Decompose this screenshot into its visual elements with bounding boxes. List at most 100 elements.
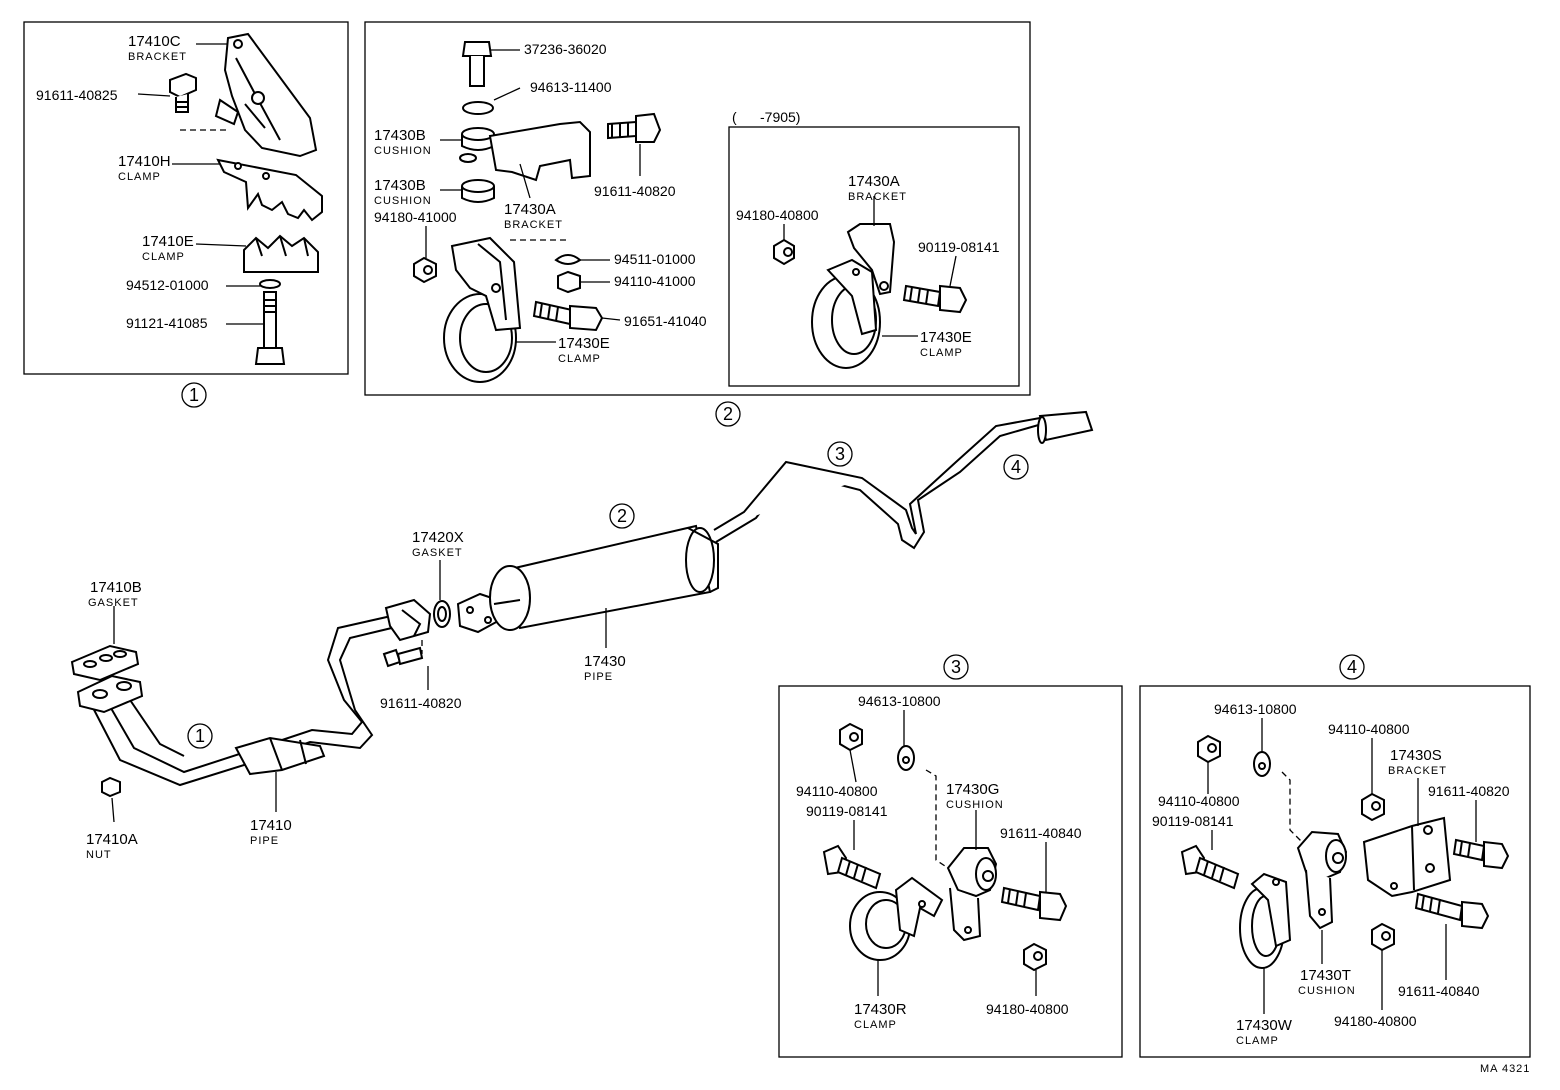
label-17420x-sub: GASKET — [412, 547, 463, 559]
label-17430a-inset: 17430A — [848, 173, 900, 190]
label-94110-40800-d3: 94110-40800 — [796, 783, 878, 799]
detail-frame-2-inset — [728, 126, 1020, 387]
clamp-17430r-drawing — [849, 876, 944, 961]
label-91611-40825: 91611-40825 — [36, 87, 118, 103]
callout-detail-1: 1 — [181, 382, 207, 408]
label-17430-sub: PIPE — [584, 671, 613, 683]
callout-main-3: 3 — [827, 441, 853, 467]
label-17430e-sub: CLAMP — [558, 353, 601, 365]
label-17430b-lower-sub: CUSHION — [374, 195, 432, 207]
muffler-17430-drawing — [489, 524, 719, 631]
label-17430e-inset: 17430E — [920, 329, 972, 346]
label-91611-40820-d4: 91611-40820 — [1428, 783, 1510, 799]
label-94511-01000: 94511-01000 — [614, 251, 696, 267]
detail-frame-4 — [1139, 685, 1531, 1058]
label-17430e-inset-sub: CLAMP — [920, 347, 963, 359]
callout-detail-2: 2 — [715, 401, 741, 427]
label-91121-41085: 91121-41085 — [126, 315, 208, 331]
nut-94110-41000-drawing — [557, 270, 581, 294]
label-17430b-lower: 17430B — [374, 177, 426, 194]
label-90119-08141-d3: 90119-08141 — [806, 803, 888, 819]
label-17430b-upper: 17430B — [374, 127, 426, 144]
washer-94613-10800-d3-drawing — [897, 745, 915, 771]
assembly-line — [925, 769, 955, 873]
label-17430t-sub: CUSHION — [1298, 985, 1356, 997]
bolt-91611-40820-d4-drawing — [1452, 838, 1510, 870]
label-17430a: 17430A — [504, 201, 556, 218]
label-17410e-sub: CLAMP — [142, 251, 185, 263]
label-91611-40840-d4: 91611-40840 — [1398, 983, 1480, 999]
bolt-91611-40840-d3-drawing — [1000, 886, 1068, 922]
clamp-17410e-drawing — [243, 234, 319, 273]
label-17410c: 17410C — [128, 33, 181, 50]
svg-text:3: 3 — [951, 657, 961, 677]
label-17430b-upper-sub: CUSHION — [374, 145, 432, 157]
nut-17410a-drawing — [101, 776, 121, 798]
clamp-17430e-inset-drawing — [811, 258, 881, 369]
label-91651-41040: 91651-41040 — [624, 313, 707, 329]
cushion-upper-drawing — [461, 127, 495, 151]
label-94110-40800-d4: 94110-40800 — [1158, 793, 1240, 809]
label-94613-10800-d4: 94613-10800 — [1214, 701, 1297, 717]
label-94180-40800-inset: 94180-40800 — [736, 207, 819, 223]
label-17410: 17410 — [250, 817, 292, 834]
svg-text:1: 1 — [195, 726, 205, 746]
cushion-17430t-drawing — [1296, 830, 1348, 930]
callout-main-4: 4 — [1003, 454, 1029, 480]
bolt-91121-41085-drawing — [254, 291, 286, 365]
label-17410b: 17410B — [90, 579, 142, 596]
clamp-17430e-drawing — [443, 236, 522, 383]
label-17430g: 17430G — [946, 781, 999, 798]
label-91611-40820-d2: 91611-40820 — [594, 183, 676, 199]
label-17420x: 17420X — [412, 529, 464, 546]
bracket-17410c-drawing — [214, 32, 318, 158]
cushion-17430g-drawing — [946, 847, 998, 942]
label-94110-40800-d4-top: 94110-40800 — [1328, 721, 1410, 737]
label-17430g-sub: CUSHION — [946, 799, 1004, 811]
svg-text:3: 3 — [835, 444, 845, 464]
nut-94180-41000-drawing — [413, 256, 437, 284]
label-17410e: 17410E — [142, 233, 194, 250]
washer-94613-10800-d4-drawing — [1253, 751, 1271, 777]
washer-94512-01000-drawing — [259, 279, 281, 289]
bolt-91611-40820-main-drawing — [382, 646, 424, 668]
label-17430r: 17430R — [854, 1001, 907, 1018]
ref-code: MA 4321 — [1480, 1063, 1530, 1075]
clamp-17410h-drawing — [216, 158, 323, 222]
label-17430a-inset-sub: BRACKET — [848, 191, 907, 203]
gasket-17420x-drawing — [433, 600, 451, 628]
label-91611-40820-main: 91611-40820 — [380, 695, 462, 711]
callout-detail-4: 4 — [1339, 654, 1365, 680]
nut-94110-40800-d4-drawing — [1197, 734, 1221, 764]
label-17430e: 17430E — [558, 335, 610, 352]
svg-text:2: 2 — [617, 506, 627, 526]
label-17410c-sub: BRACKET — [128, 51, 187, 63]
label-17430a-sub: BRACKET — [504, 219, 563, 231]
label-94180-41000: 94180-41000 — [374, 209, 457, 225]
exhaust-pipe-17410-drawing — [89, 613, 401, 787]
washer-94511-01000-drawing — [554, 254, 582, 265]
label-17410b-sub: GASKET — [88, 597, 139, 609]
nut-94180-40800-d3-drawing — [1023, 942, 1047, 972]
label-17430r-sub: CLAMP — [854, 1019, 897, 1031]
pipe-flange-drawing — [384, 598, 432, 642]
label-90119-08141-inset: 90119-08141 — [918, 239, 1000, 255]
gasket-17410b-drawing — [70, 644, 140, 682]
washer-94613-11400-drawing — [462, 101, 494, 115]
label-94180-40800-d4: 94180-40800 — [1334, 1013, 1417, 1029]
label-17430t: 17430T — [1300, 967, 1351, 984]
label-17410h: 17410H — [118, 153, 171, 170]
label-94613-10800-d3: 94613-10800 — [858, 693, 941, 709]
bolt-91611-40840-d4-drawing — [1414, 892, 1490, 930]
svg-text:1: 1 — [189, 385, 199, 405]
inset-title: ( -7905) — [732, 109, 800, 125]
label-17410h-sub: CLAMP — [118, 171, 161, 183]
label-17430w-sub: CLAMP — [1236, 1035, 1279, 1047]
svg-text:4: 4 — [1011, 457, 1021, 477]
clamp-17430w-drawing — [1239, 872, 1292, 969]
bolt-91651-41040-drawing — [532, 300, 604, 332]
bolt-90119-08141-inset-drawing — [902, 284, 968, 314]
callout-main-2: 2 — [609, 503, 635, 529]
label-90119-08141-d4: 90119-08141 — [1152, 813, 1234, 829]
